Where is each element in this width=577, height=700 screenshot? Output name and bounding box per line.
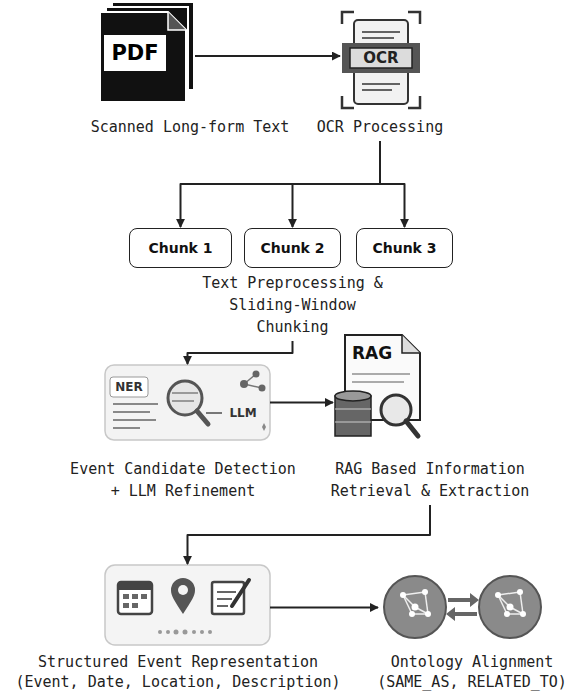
pdf-stage: PDFScanned Long-form Text: [100, 2, 195, 102]
flow-arrow: [270, 607, 378, 609]
pdf-icon: [100, 2, 194, 102]
flow-arrow: [195, 55, 340, 57]
structured-event-icon: [105, 565, 270, 645]
pdf-label: PDF: [104, 35, 166, 71]
ontology-icon: [384, 576, 541, 638]
stage-caption: Structured Event Representation (Event, …: [13, 652, 343, 692]
chunk-label: Chunk 3: [372, 240, 436, 256]
rag-icon: [335, 335, 420, 436]
stage-caption: RAG Based Information Retrieval & Extrac…: [328, 458, 533, 502]
chunk-box: Chunk 2: [244, 228, 341, 268]
ocr-icon: [342, 12, 420, 108]
stage-caption: Event Candidate Detection + LLM Refineme…: [66, 458, 301, 502]
stage-caption: Scanned Long-form Text: [83, 116, 298, 138]
llm-tag: LLM: [224, 404, 262, 422]
stage-caption: Ontology Alignment (SAME_AS, RELATED_TO): [376, 652, 568, 692]
flow-arrow: [380, 141, 405, 227]
flow-arrow: [270, 402, 333, 404]
flow-arrow: [188, 341, 293, 364]
ocr-stage: OCROCR Processing: [342, 10, 420, 110]
rag-stage: RAGRAG Based Information Retrieval & Ext…: [335, 335, 420, 440]
chunk-box: Chunk 3: [356, 228, 453, 268]
flow-arrow: [293, 141, 381, 227]
chunk-box: Chunk 1: [129, 228, 232, 268]
ocr-label: OCR: [350, 48, 412, 68]
stage-caption-block: Text Preprocessing & Sliding-Window Chun…: [190, 272, 395, 318]
ner-llm-icon: [105, 365, 270, 440]
stage-caption: OCR Processing: [305, 116, 455, 138]
ontology-stage: Ontology Alignment (SAME_AS, RELATED_TO): [380, 575, 545, 640]
chunk-label: Chunk 2: [260, 240, 324, 256]
chunk-label: Chunk 1: [148, 240, 212, 256]
structured-event-stage: Structured Event Representation (Event, …: [105, 565, 270, 645]
stage-caption: Text Preprocessing & Sliding-Window Chun…: [190, 272, 395, 338]
ner-llm-stage: NERLLMEvent Candidate Detection + LLM Re…: [105, 365, 270, 440]
rag-label: RAG: [349, 341, 395, 365]
flow-arrow: [181, 141, 381, 227]
ner-tag: NER: [110, 377, 148, 397]
flow-arrow: [188, 505, 431, 564]
